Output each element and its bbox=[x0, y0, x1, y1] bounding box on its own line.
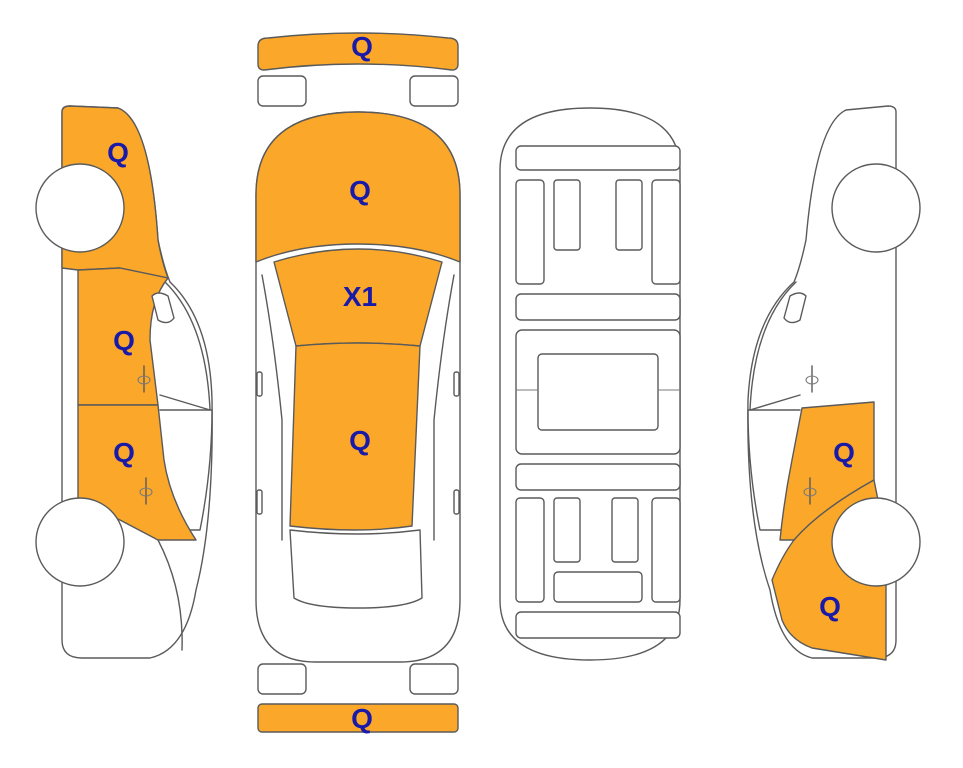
left-rear-door-panel[interactable] bbox=[77, 404, 197, 541]
underside-rear-left-rail bbox=[515, 497, 545, 603]
right-rear-door-code: Q bbox=[833, 437, 855, 468]
left-side-mirror bbox=[151, 292, 175, 324]
rear-window bbox=[289, 529, 423, 609]
underside-rear-right-inner bbox=[611, 497, 639, 563]
right-front-door-handle bbox=[805, 365, 819, 393]
left-side-view: Q Q Q bbox=[35, 105, 213, 659]
rear-bumper-code: Q bbox=[351, 703, 373, 734]
left-rear-wheel bbox=[35, 497, 125, 587]
underside-front-right-inner bbox=[615, 179, 643, 251]
underside-mid-front-bar bbox=[515, 293, 681, 321]
underside-front-left-rail bbox=[515, 179, 545, 285]
hood-panel[interactable] bbox=[255, 111, 461, 263]
right-front-wheel bbox=[831, 163, 921, 253]
underside-front-right-rail bbox=[651, 179, 681, 285]
left-sill-line bbox=[157, 539, 183, 651]
underside-rear-crossmember bbox=[515, 611, 681, 639]
left-mirror bbox=[256, 371, 263, 397]
right-mirror bbox=[453, 371, 460, 397]
underside-rear-right-rail bbox=[651, 497, 681, 603]
right-side-view: Q Q bbox=[747, 105, 921, 661]
left-taillight bbox=[257, 663, 307, 695]
left-front-door-handle bbox=[137, 365, 151, 393]
left-front-fender-code: Q bbox=[107, 137, 129, 168]
right-side-mirror bbox=[783, 292, 807, 324]
front-bumper-code: Q bbox=[351, 31, 373, 62]
front-bumper-panel[interactable] bbox=[257, 32, 459, 71]
underside-view bbox=[499, 107, 681, 661]
roof-code: Q bbox=[349, 425, 371, 456]
underside-mid-rear-bar bbox=[515, 463, 681, 491]
left-front-door-panel[interactable] bbox=[77, 267, 169, 406]
underside-rear-left-inner bbox=[553, 497, 581, 563]
right-rear-window-line bbox=[747, 409, 801, 531]
underside-front-left-inner bbox=[553, 179, 581, 251]
right-rear-door-handle bbox=[803, 477, 817, 505]
right-window-line bbox=[749, 281, 801, 411]
roof-panel[interactable] bbox=[289, 342, 421, 531]
right-taillight bbox=[409, 663, 459, 695]
left-rear-window-line bbox=[159, 409, 213, 531]
rear-bumper-panel[interactable] bbox=[257, 703, 459, 733]
right-rear-mirror bbox=[453, 489, 460, 515]
left-rear-mirror bbox=[256, 489, 263, 515]
hood-code: Q bbox=[349, 175, 371, 206]
left-a-pillar bbox=[261, 274, 283, 541]
underside-center-panel bbox=[537, 353, 659, 431]
right-rear-wheel bbox=[831, 497, 921, 587]
left-front-wheel bbox=[35, 163, 125, 253]
left-front-door-code: Q bbox=[113, 325, 135, 356]
top-view: Q Q X1 Q Q bbox=[255, 31, 461, 734]
left-rear-door-code: Q bbox=[113, 437, 135, 468]
left-window-line bbox=[159, 281, 211, 411]
right-rear-quarter-code: Q bbox=[819, 591, 841, 622]
right-a-pillar bbox=[433, 274, 455, 541]
right-headlight bbox=[409, 75, 459, 107]
left-rear-door-handle bbox=[139, 477, 153, 505]
underside-rear-tank bbox=[553, 571, 643, 603]
windshield-code: X1 bbox=[343, 281, 377, 312]
underside-front-crossmember bbox=[515, 145, 681, 171]
left-headlight bbox=[257, 75, 307, 107]
